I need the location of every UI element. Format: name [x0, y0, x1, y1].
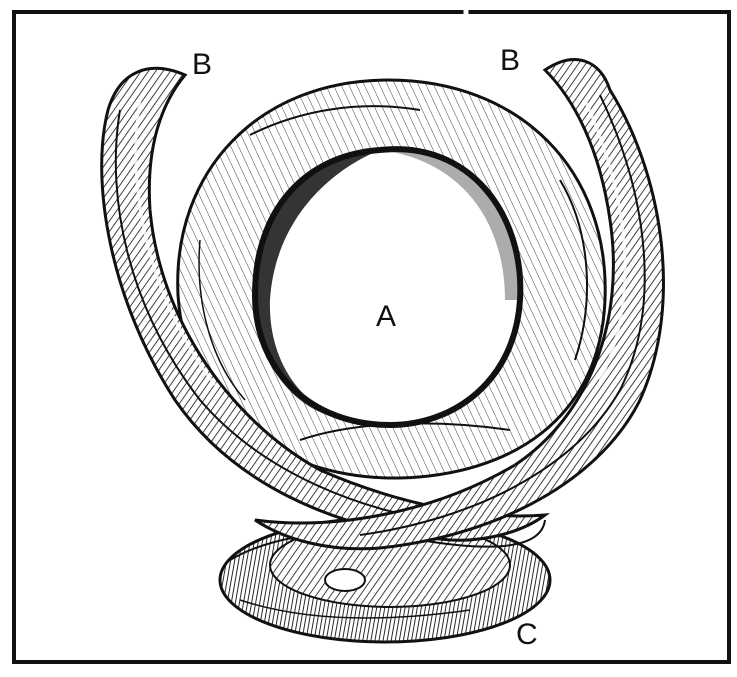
- left-horn: [100, 66, 551, 542]
- label-c: C: [516, 618, 538, 651]
- label-b-left: B: [192, 48, 212, 81]
- central-ring: [176, 78, 607, 480]
- figure-frame: [12, 10, 731, 664]
- base-coil: [218, 516, 552, 644]
- label-a: A: [376, 300, 396, 333]
- label-b-right: B: [500, 44, 520, 77]
- right-horn: [254, 58, 665, 551]
